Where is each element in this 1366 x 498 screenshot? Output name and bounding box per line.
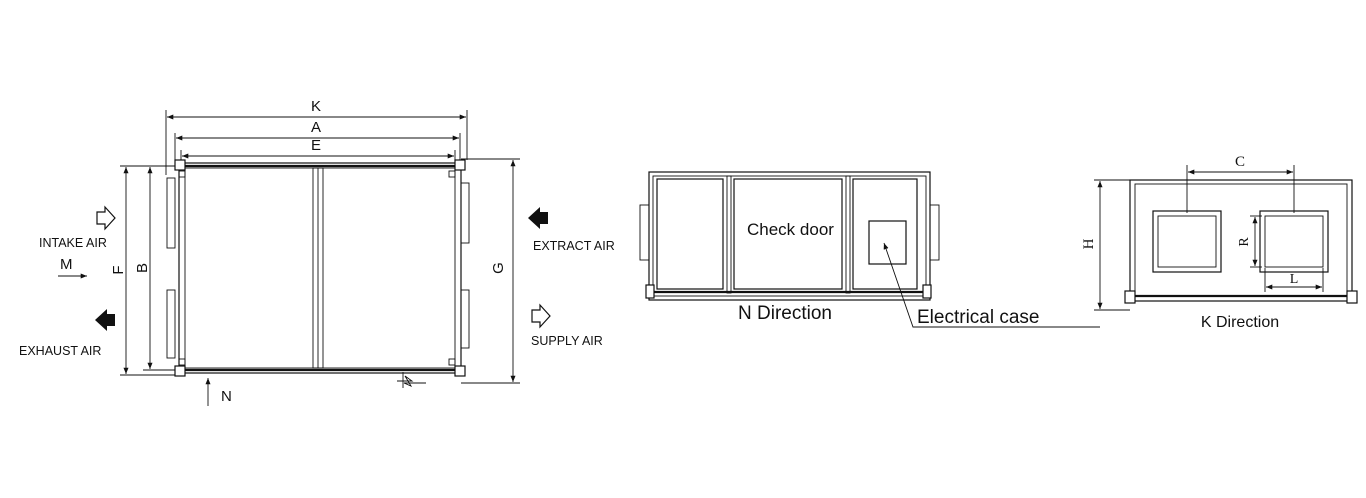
dimension-b: B: [134, 165, 175, 371]
top-view: K A E: [19, 98, 615, 406]
label-n: N: [221, 388, 232, 405]
dimension-f-label: F: [110, 265, 127, 274]
panel-left: [656, 178, 724, 290]
label-m: M: [60, 256, 73, 273]
dimension-k-label: K: [311, 98, 321, 115]
dimension-g-label: G: [490, 262, 507, 274]
opening-right: [1259, 210, 1329, 273]
electrical-case-box: [868, 220, 907, 265]
dimension-b-label: B: [134, 263, 151, 273]
dimension-l-label: L: [1290, 272, 1299, 287]
panel-right: [852, 178, 918, 290]
unit-body-top: [166, 159, 470, 388]
dimension-g: G: [461, 158, 520, 384]
electrical-case-leader: [883, 242, 1100, 328]
exhaust-air-arrow-icon: [95, 309, 115, 331]
dimension-c-label: C: [1235, 154, 1245, 170]
dimension-h: H: [1081, 179, 1130, 311]
intake-air-arrow-icon: [96, 205, 116, 231]
dimension-r: R: [1237, 215, 1262, 268]
extract-air-arrow-icon: [528, 207, 548, 229]
dimension-c: C: [1186, 154, 1295, 213]
electrical-case-label: Electrical case: [917, 307, 1040, 328]
supply-air-label: SUPPLY AIR: [531, 334, 603, 348]
extract-air-label: EXTRACT AIR: [533, 239, 615, 253]
n-direction-view: Check door N Direction Electrical case: [639, 171, 1100, 328]
dimension-l: L: [1264, 268, 1324, 292]
dimension-r-label: R: [1237, 237, 1252, 247]
dimension-a-label: A: [311, 119, 321, 136]
dimension-k: K: [165, 98, 468, 175]
k-direction-view: C H R L K Direction: [1081, 154, 1358, 331]
opening-left: [1152, 210, 1222, 273]
n-direction-caption: N Direction: [738, 303, 832, 324]
check-door-panel: [733, 178, 843, 290]
exhaust-air-label: EXHAUST AIR: [19, 344, 101, 358]
dimension-e: E: [180, 137, 456, 165]
dimension-e-label: E: [311, 137, 321, 154]
check-door-label: Check door: [747, 220, 834, 239]
supply-air-arrow-icon: [531, 303, 551, 329]
k-direction-caption: K Direction: [1201, 314, 1279, 331]
dimension-h-label: H: [1081, 238, 1097, 249]
intake-air-label: INTAKE AIR: [39, 236, 107, 250]
